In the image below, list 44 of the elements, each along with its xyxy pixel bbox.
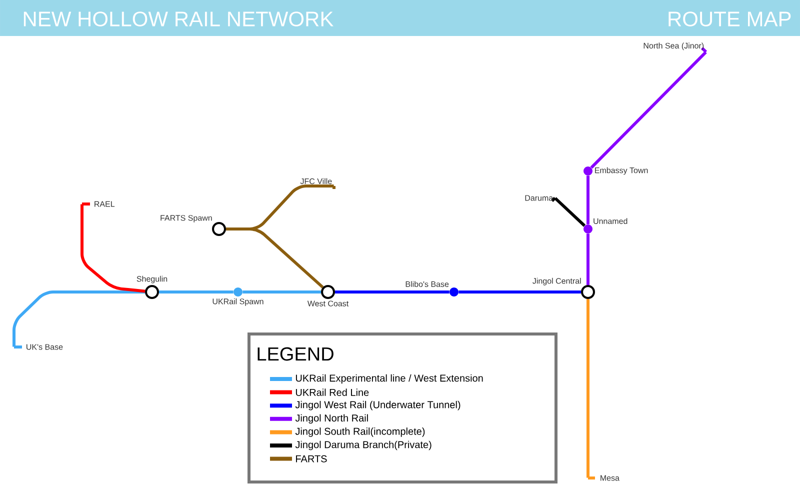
station: FARTS Spawn [160,215,226,236]
station: RAEL [82,201,115,207]
rail-line [554,197,586,227]
legend-text: UKRail Experimental line / West Extension [296,374,483,384]
rail-line [458,290,581,294]
node-label: West Coast [307,300,349,306]
subtitle: ROUTE MAP [668,12,791,26]
rail-line [242,290,321,294]
rail-line [586,176,590,224]
node-label: Shegulin [136,276,168,284]
node-label: Unnamed [594,218,628,224]
station: Unnamed [584,218,628,234]
station: West Coast [307,285,349,306]
station: Embassy Town [584,166,648,176]
node-label: Blibo's Base [406,281,449,287]
rail-line [335,290,450,294]
station: Daruma [525,195,556,202]
legend-text: Jingol South Rail(incomplete) [295,428,425,437]
rail-line [590,51,707,169]
legend-text: Jingol North Rail [295,414,368,424]
rail-line [586,299,590,478]
station: JFC Ville [300,178,336,189]
node-label: UKRail Spawn [212,298,264,306]
rail-line [80,204,146,293]
station: Shegulin [136,276,168,299]
legend-text: Jingol Daruma Branch(Private) [295,440,432,450]
rail-line [226,228,324,288]
legend-text: Jingol West Rail (Underwater Tunnel) [295,400,460,410]
station: UK's Base [14,344,63,350]
node-label: Embassy Town [595,167,648,175]
legend-text: FARTS [296,455,327,462]
node-label: Jingol Central [532,278,581,286]
legend-title: LEGEND [258,347,334,361]
legend-text: UKRail Red Line [296,388,369,396]
station: UKRail Spawn [212,288,264,306]
rail-line [586,234,590,285]
station: Jingol Central [532,278,595,299]
node-label: FARTS Spawn [160,215,212,222]
station: Mesa [588,475,620,481]
rail-line [159,290,234,294]
station: Blibo's Base [406,281,458,296]
rail-line [12,290,145,347]
title: NEW HOLLOW RAIL NETWORK [24,12,334,26]
station: North Sea (Jinor) [644,42,708,54]
